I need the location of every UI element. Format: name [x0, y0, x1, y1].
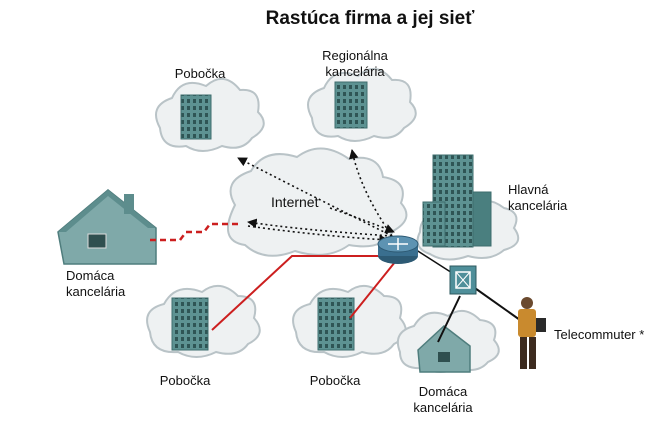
label-branch-bottom-middle: Pobočka — [309, 373, 361, 388]
house-home-office-bottom — [417, 325, 471, 373]
label-main-office: Hlavná kancelária — [508, 182, 598, 214]
building-branch-top-left — [180, 94, 212, 140]
building-branch-bottom-middle — [317, 297, 355, 351]
label-regional-office-line2: kancelária — [325, 64, 385, 79]
house-home-office-left — [57, 189, 157, 265]
label-internet: Internet — [271, 194, 319, 210]
label-telecommuter: Telecommuter * — [554, 327, 645, 342]
label-branch-top-left: Pobočka — [174, 66, 226, 81]
label-home-office-bottom-line1: Domáca — [418, 384, 468, 399]
wan-link-home-office — [150, 222, 240, 242]
router-icon — [377, 235, 419, 264]
label-home-office-left: Domáca kancelária — [66, 268, 156, 300]
label-main-office-line2: kancelária — [508, 198, 568, 213]
cloud-internet — [226, 147, 408, 257]
label-home-office-left-line1: Domáca — [66, 268, 115, 283]
label-home-office-bottom-line2: kancelária — [413, 400, 473, 415]
switch-icon — [449, 265, 477, 295]
wan-link-branches — [211, 255, 396, 331]
label-home-office-left-line2: kancelária — [66, 284, 126, 299]
label-branch-bottom-left: Pobočka — [159, 373, 211, 388]
label-home-office-bottom: Domáca kancelária — [398, 384, 488, 416]
telecommuter-person-icon — [518, 297, 546, 369]
building-main-office — [422, 154, 492, 248]
building-branch-bottom-left — [171, 297, 209, 351]
label-regional-office: Regionálna kancelária — [310, 48, 400, 80]
building-regional-office — [334, 81, 368, 129]
diagram-title: Rastúca firma a jej sieť — [265, 8, 475, 29]
label-main-office-line1: Hlavná — [508, 182, 549, 197]
label-regional-office-line1: Regionálna — [322, 48, 388, 63]
vpn-tunnels — [237, 149, 395, 245]
